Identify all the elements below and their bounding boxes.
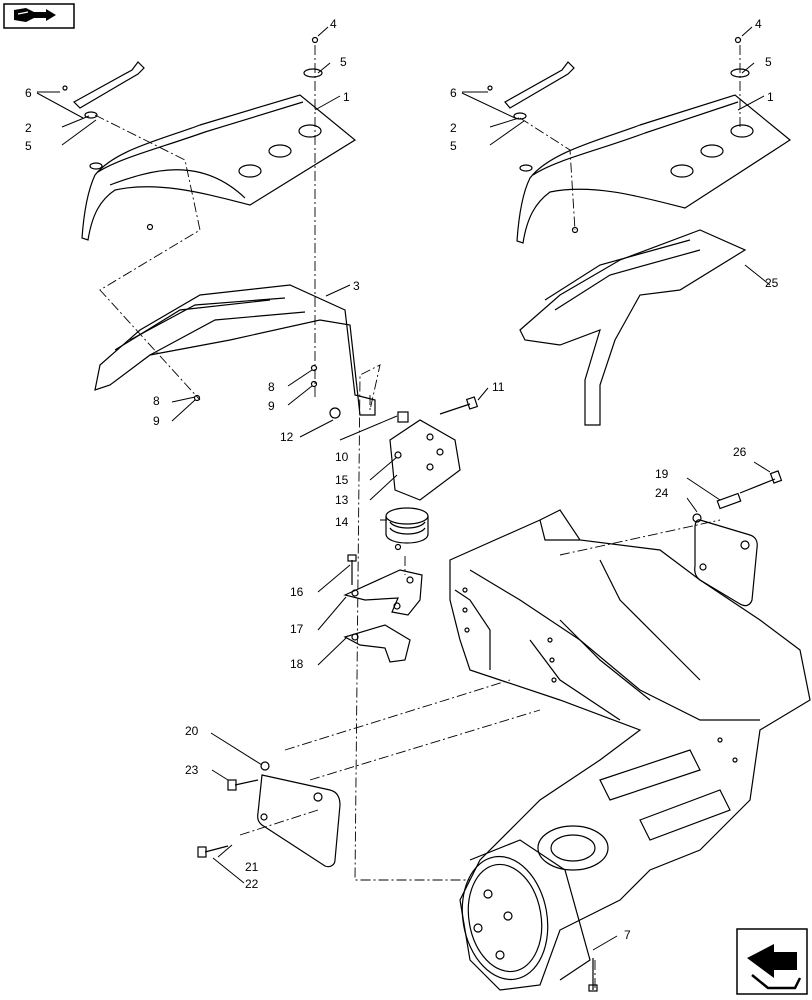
callout-5-left-top: 5 (340, 55, 347, 69)
axle-housing (449, 509, 811, 992)
callout-16: 16 (290, 585, 304, 599)
callout-9-left: 9 (153, 414, 160, 428)
callout-24: 24 (655, 486, 669, 500)
callout-22: 22 (245, 877, 259, 891)
callout-4-left: 4 (330, 17, 337, 31)
callout-21: 21 (245, 860, 259, 874)
assembly-guide-lines (94, 45, 741, 990)
cover-plates (197, 470, 783, 868)
left-fender-assembly (62, 36, 376, 416)
callout-labels: 4 5 1 6 2 5 3 8 9 8 9 12 10 15 13 14 11 … (25, 17, 779, 942)
callout-13: 13 (335, 493, 349, 507)
callout-5-right-bottom: 5 (450, 139, 457, 153)
leader-lines (36, 26, 771, 951)
callout-1-right: 1 (767, 90, 774, 104)
callout-19: 19 (655, 467, 669, 481)
callout-3: 3 (353, 279, 360, 293)
callout-2-right: 2 (450, 121, 457, 135)
next-page-arrow-icon[interactable] (736, 928, 808, 995)
right-fender-assembly (487, 36, 792, 426)
callout-17: 17 (290, 622, 304, 636)
callout-25: 25 (765, 276, 779, 290)
callout-15: 15 (335, 473, 349, 487)
callout-7: 7 (624, 928, 631, 942)
callout-6-left: 6 (25, 86, 32, 100)
callout-8-right: 8 (268, 380, 275, 394)
callout-9-right: 9 (268, 399, 275, 413)
callout-6-right: 6 (450, 86, 457, 100)
callout-2-left: 2 (25, 121, 32, 135)
callout-26: 26 (733, 445, 747, 459)
book-arrow-icon[interactable] (3, 3, 75, 29)
center-mount-parts (329, 396, 479, 663)
callout-10: 10 (335, 450, 349, 464)
callout-14: 14 (335, 515, 349, 529)
callout-8-left: 8 (153, 394, 160, 408)
callout-11: 11 (492, 380, 505, 394)
callout-20: 20 (185, 724, 199, 738)
callout-18: 18 (290, 657, 304, 671)
callout-1-left: 1 (343, 90, 350, 104)
callout-4-right: 4 (755, 17, 762, 31)
callout-12: 12 (280, 430, 294, 444)
callout-23: 23 (185, 763, 199, 777)
callout-5-left-bottom: 5 (25, 139, 32, 153)
callout-5-right-top: 5 (765, 55, 772, 69)
